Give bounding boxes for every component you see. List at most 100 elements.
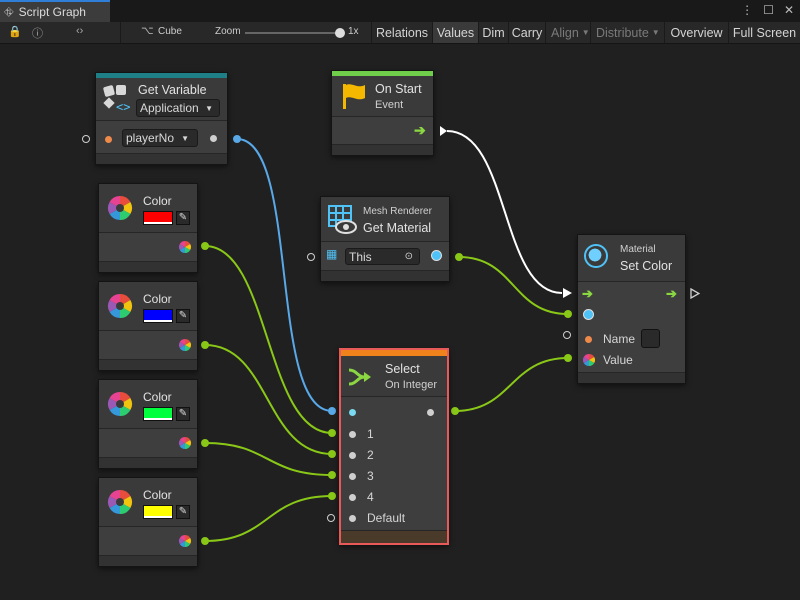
option-label-4: 4 (367, 490, 374, 504)
name-label: Name (603, 332, 636, 346)
control-output-triangle[interactable] (690, 288, 700, 299)
relations-button[interactable]: Relations (371, 22, 432, 43)
graph-inspector-icon[interactable]: ‹› (76, 25, 84, 37)
color-wheel-icon[interactable] (178, 534, 192, 548)
select-on-integer-node[interactable]: Select On Integer 1 2 3 4 Default (339, 348, 449, 545)
node-title: Get Variable (138, 83, 207, 97)
values-button[interactable]: Values (432, 22, 478, 43)
color-wheel-icon (107, 196, 133, 220)
output-port-dot[interactable] (210, 135, 217, 142)
control-input-arrow-icon[interactable]: ➔ (582, 286, 593, 301)
title-bar: ⛗ Script Graph ⋮ ☐ ✕ (0, 0, 800, 23)
zoom-slider[interactable] (245, 28, 345, 38)
name-port-dot (585, 336, 592, 343)
name-input-ring[interactable] (563, 331, 571, 339)
mesh-renderer-icon (328, 205, 357, 234)
target-object-label[interactable]: Cube (158, 26, 182, 37)
color-swatch-green[interactable] (143, 407, 173, 421)
default-port-dot[interactable] (349, 515, 356, 522)
target-input-ring[interactable] (307, 253, 315, 261)
node-accent-strip (341, 350, 447, 356)
chevron-down-icon: ▼ (651, 28, 660, 37)
node-title: Color (143, 194, 172, 208)
node-title: Color (143, 292, 172, 306)
node-title: Color (143, 488, 172, 502)
selector-port-dot[interactable] (349, 409, 356, 416)
option-label-1: 1 (367, 427, 374, 441)
node-accent-strip (96, 73, 227, 78)
color-node-red[interactable]: Color ✎ (98, 183, 198, 273)
lock-icon[interactable]: 🔒 (8, 26, 22, 38)
maximize-icon[interactable]: ☐ (763, 3, 774, 17)
variable-name-field[interactable]: playerNo ▼ (122, 129, 198, 147)
color-wheel-icon[interactable] (178, 338, 192, 352)
material-output-port[interactable] (431, 250, 442, 261)
tab-script-graph[interactable]: ⛗ Script Graph (0, 0, 110, 22)
node-title: Set Color (620, 259, 673, 273)
zoom-label: Zoom (215, 26, 241, 37)
node-icon: ⌥ (141, 25, 154, 37)
color-wheel-icon[interactable] (178, 240, 192, 254)
node-category: Mesh Renderer (363, 206, 432, 217)
align-dropdown[interactable]: Align▼ (545, 22, 590, 43)
node-title: Color (143, 390, 172, 404)
get-variable-node[interactable]: <> Get Variable Application ▼ playerNo ▼ (95, 72, 228, 165)
graph-icon: ⛗ (4, 4, 14, 19)
target-field[interactable]: This ⊙ (345, 248, 420, 265)
eyedropper-icon[interactable]: ✎ (176, 309, 190, 323)
zoom-slider-handle[interactable] (335, 28, 345, 38)
overview-button[interactable]: Overview (664, 22, 728, 43)
node-title: On Start (375, 82, 422, 96)
color-swatch-yellow[interactable] (143, 505, 173, 519)
color-swatch-blue[interactable] (143, 309, 173, 323)
option-label-3: 3 (367, 469, 374, 483)
node-title: Get Material (363, 221, 432, 235)
info-icon[interactable]: ⓘ (32, 28, 43, 40)
color-swatch-red[interactable] (143, 211, 173, 225)
get-material-node[interactable]: Mesh Renderer Get Material ▦ This ⊙ (320, 196, 450, 282)
distribute-dropdown[interactable]: Distribute▼ (590, 22, 664, 43)
eyedropper-icon[interactable]: ✎ (176, 211, 190, 225)
eyedropper-icon[interactable]: ✎ (176, 505, 190, 519)
output-port-dot[interactable] (427, 409, 434, 416)
control-output-arrow-icon[interactable]: ➔ (666, 286, 677, 301)
menu-icon[interactable]: ⋮ (741, 3, 754, 17)
graph-toolbar: 🔒 ⓘ ‹› ⌥ Cube Zoom 1x Relations Values D… (0, 22, 800, 44)
color-wheel-icon[interactable] (178, 436, 192, 450)
name-input-ring[interactable] (82, 135, 90, 143)
select-branch-icon (348, 368, 371, 386)
close-icon[interactable]: ✕ (783, 3, 794, 17)
color-node-blue[interactable]: Color ✎ (98, 281, 198, 371)
chevron-down-icon: ▼ (205, 103, 213, 113)
color-node-green[interactable]: Color ✎ (98, 379, 198, 469)
color-wheel-icon (107, 294, 133, 318)
color-node-yellow[interactable]: Color ✎ (98, 477, 198, 567)
zoom-value: 1x (348, 26, 359, 37)
object-picker-icon[interactable]: ⊙ (404, 251, 413, 262)
default-input-ring[interactable] (327, 514, 335, 522)
name-port-dot[interactable] (105, 136, 112, 143)
option-port-dot[interactable] (349, 431, 356, 438)
tab-title: Script Graph (18, 5, 86, 19)
chevron-down-icon: ▼ (581, 28, 590, 37)
set-color-node[interactable]: Material Set Color ➔ ➔ Name Value (577, 234, 686, 384)
color-wheel-icon (583, 354, 595, 366)
material-input-port[interactable] (583, 309, 594, 320)
node-category: Material (620, 244, 656, 255)
chevron-down-icon: ▼ (181, 133, 189, 143)
option-port-dot[interactable] (349, 452, 356, 459)
dim-button[interactable]: Dim (478, 22, 508, 43)
variable-kind-dropdown[interactable]: Application ▼ (136, 99, 220, 117)
on-start-node[interactable]: On Start Event ➔ (331, 70, 434, 156)
option-port-dot[interactable] (349, 494, 356, 501)
option-port-dot[interactable] (349, 473, 356, 480)
color-wheel-icon (107, 490, 133, 514)
eyedropper-icon[interactable]: ✎ (176, 407, 190, 421)
carry-button[interactable]: Carry (508, 22, 545, 43)
svg-text:<>: <> (116, 100, 130, 114)
control-output-arrow-icon[interactable]: ➔ (414, 122, 426, 138)
node-subtitle: Event (375, 99, 404, 111)
value-label: Value (603, 353, 633, 367)
name-field[interactable] (641, 329, 660, 348)
full-screen-button[interactable]: Full Screen (728, 22, 800, 43)
